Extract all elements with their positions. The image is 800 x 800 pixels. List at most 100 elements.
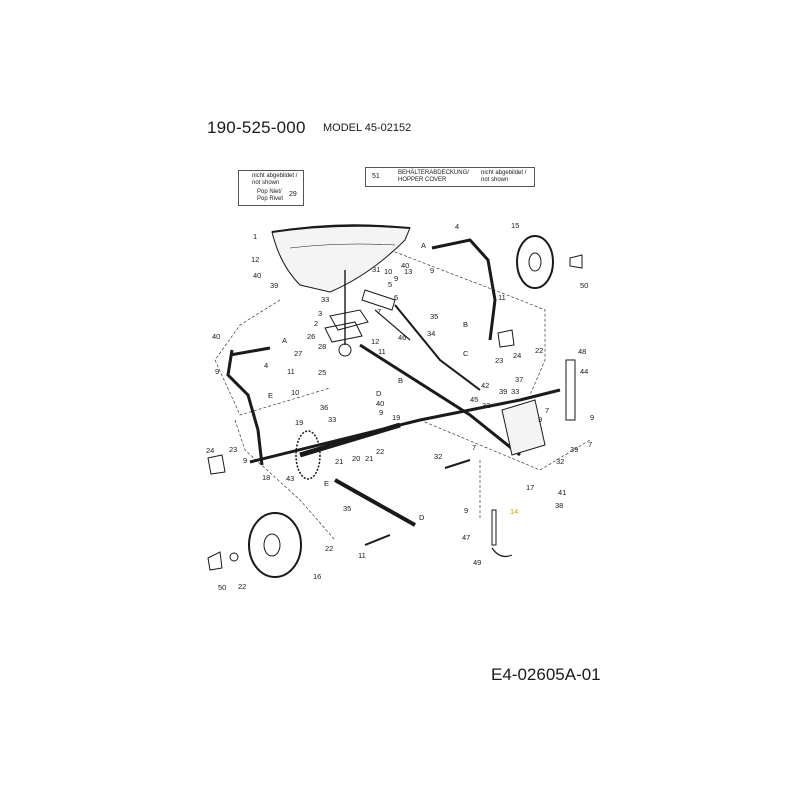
callout-23: 23 (495, 356, 503, 365)
callout-14: 14 (510, 507, 518, 516)
lever-7 (374, 309, 411, 341)
callout-32: 32 (482, 401, 490, 410)
axle-shaft (299, 422, 401, 458)
callout-42: 42 (481, 381, 489, 390)
callout-11: 11 (358, 551, 366, 560)
callout-36: 36 (320, 403, 328, 412)
callout-C: C (463, 349, 469, 358)
callout-12: 12 (371, 337, 379, 346)
callout-10: 10 (291, 388, 299, 397)
callout-33: 33 (511, 387, 519, 396)
callout-40: 40 (376, 399, 384, 408)
note-box-hopper-cover: 51 BEHÄLTERABDECKUNG/ HOPPER COVER nicht… (365, 167, 535, 187)
callout-21: 21 (335, 457, 343, 466)
callout-9: 9 (538, 415, 542, 424)
lower-bar-35 (334, 478, 416, 527)
model-number: MODEL 45-02152 (323, 122, 412, 134)
callout-45: 45 (470, 395, 478, 404)
callout-32: 32 (556, 457, 564, 466)
callout-46: 46 (398, 333, 406, 342)
callout-33: 33 (328, 415, 336, 424)
bushing-24-left (207, 454, 226, 475)
callout-11: 11 (287, 367, 295, 376)
clip-49 (491, 547, 513, 558)
callout-1: 1 (253, 232, 257, 241)
callout-27: 27 (294, 349, 302, 358)
callout-22: 22 (325, 544, 333, 553)
callout-18: 18 (262, 473, 270, 482)
frame-tube-18 (249, 388, 561, 464)
callout-6: 6 (394, 293, 398, 302)
callout-49: 49 (473, 558, 481, 567)
impeller-43 (295, 430, 321, 480)
lever-44 (565, 359, 576, 421)
callout-4: 4 (264, 361, 268, 370)
hopper-inner (289, 243, 396, 249)
frame-bar-35 (394, 304, 481, 391)
wheel-15 (516, 235, 554, 289)
callout-10: 10 (384, 267, 392, 276)
callout-11: 11 (378, 347, 386, 356)
note-hopper-not-shown-en: not shown (481, 177, 509, 183)
callout-D: D (419, 513, 425, 522)
pin-47 (491, 509, 497, 546)
callout-33: 33 (321, 295, 329, 304)
callout-B: B (463, 320, 468, 329)
callout-25: 25 (318, 368, 326, 377)
washer-22-left (229, 552, 239, 562)
callout-40: 40 (401, 261, 409, 270)
callout-9: 9 (590, 413, 594, 422)
note-box-pop-rivet: nicht abgebildet / not shown Pop Niet/ P… (238, 170, 304, 206)
bracket-5 (361, 289, 396, 311)
callout-9: 9 (464, 506, 468, 515)
callout-9: 9 (215, 367, 219, 376)
callout-50: 50 (218, 583, 226, 592)
note-hopper-desc-de: BEHÄLTERABDECKUNG/ (398, 170, 469, 176)
callout-32: 32 (434, 452, 442, 461)
hubcap-50-right (569, 254, 583, 269)
callout-9: 9 (379, 408, 383, 417)
callout-44: 44 (580, 367, 588, 376)
callout-39: 39 (570, 445, 578, 454)
wheel-15-hub (528, 252, 542, 272)
note-hopper-number: 51 (372, 173, 380, 180)
dashed-frame-lower (234, 419, 591, 541)
bolt-32-lower (444, 459, 471, 469)
note-part-en: Pop Rivet (257, 196, 284, 202)
callout-15: 15 (511, 221, 519, 230)
callout-9: 9 (430, 266, 434, 275)
callout-17: 17 (526, 483, 534, 492)
callout-E: E (324, 479, 329, 488)
callout-39: 39 (499, 387, 507, 396)
callout-35: 35 (430, 312, 438, 321)
callout-B: B (398, 376, 403, 385)
callout-48: 48 (578, 347, 586, 356)
callout-35: 35 (343, 504, 351, 513)
callout-22: 22 (535, 346, 543, 355)
hubcap-50-left (207, 551, 223, 571)
handle-right (431, 238, 497, 341)
callout-40: 40 (253, 271, 261, 280)
note-hopper-desc-en: HOPPER COVER (398, 177, 447, 183)
callout-12: 12 (251, 255, 259, 264)
note-hopper-not-shown-de: nicht abgebildet / (481, 170, 527, 176)
callout-50: 50 (580, 281, 588, 290)
callout-24: 24 (513, 351, 521, 360)
gate-plate (501, 399, 546, 456)
callout-5: 5 (388, 280, 392, 289)
callout-23: 23 (229, 445, 237, 454)
dashed-frame-upper (214, 249, 546, 416)
note-part-number: 29 (289, 191, 297, 198)
note-not-shown-en: not shown (252, 180, 280, 186)
callout-37: 37 (515, 375, 523, 384)
note-not-shown-de: nicht abgebildet / (252, 173, 298, 179)
wheel-16-hub (263, 533, 281, 557)
gear-28 (338, 343, 352, 357)
callout-40: 40 (212, 332, 220, 341)
callout-9: 9 (243, 456, 247, 465)
callout-24: 24 (206, 446, 214, 455)
callout-26: 26 (307, 332, 315, 341)
